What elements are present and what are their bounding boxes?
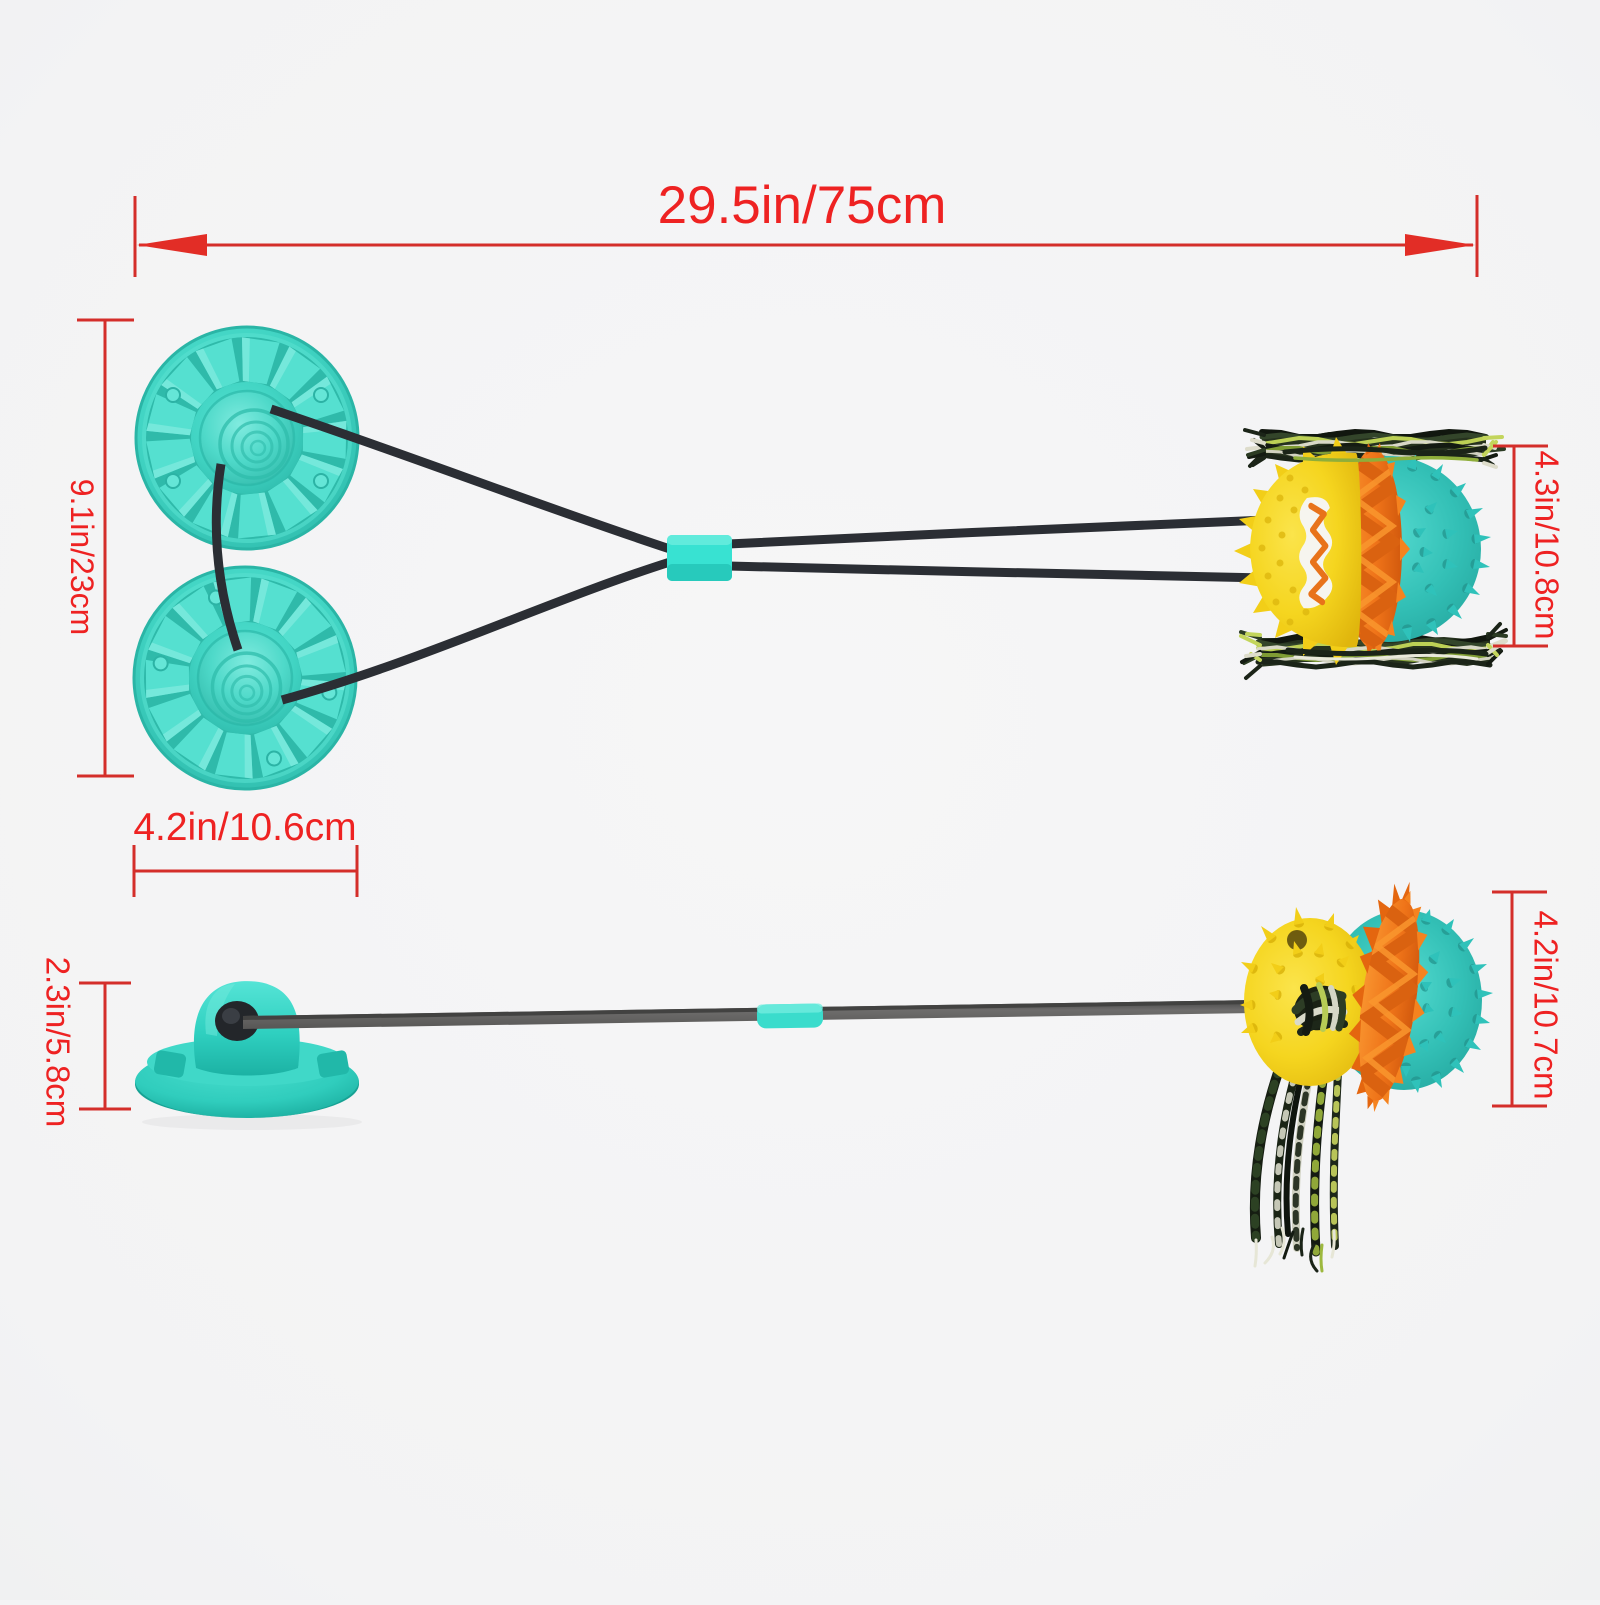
svg-text:9.1in/23cm: 9.1in/23cm [64,479,100,636]
svg-text:2.3in/5.8cm: 2.3in/5.8cm [40,957,77,1128]
svg-text:4.2in/10.6cm: 4.2in/10.6cm [133,806,356,849]
svg-text:29.5in/75cm: 29.5in/75cm [658,176,947,235]
svg-text:4.3in/10.8cm: 4.3in/10.8cm [1529,451,1566,640]
svg-text:4.2in/10.7cm: 4.2in/10.7cm [1528,911,1565,1100]
